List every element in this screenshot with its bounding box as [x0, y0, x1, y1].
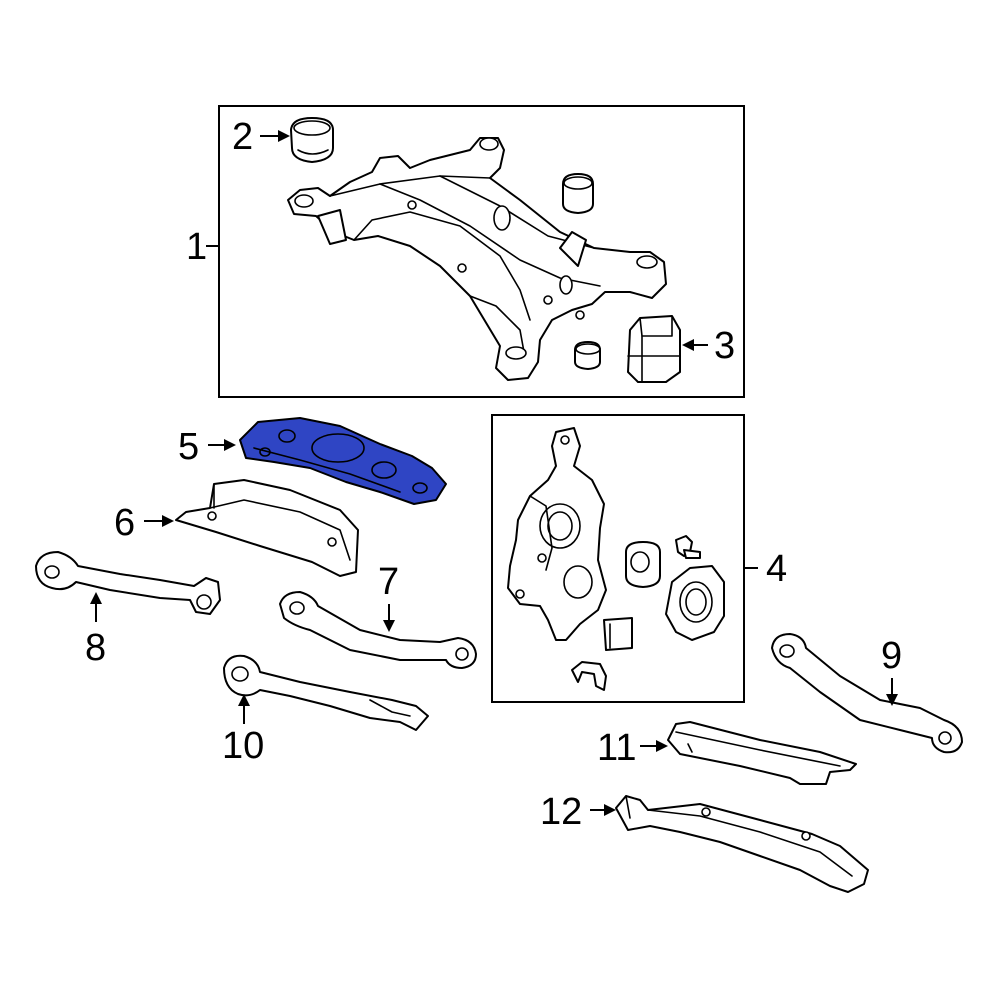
part-2-bushing[interactable] [290, 117, 334, 163]
part-4-sleeve [603, 617, 633, 651]
part-4-bushing [625, 541, 661, 588]
part-12-cover[interactable] [615, 795, 869, 893]
part-3-mount[interactable] [627, 315, 681, 383]
part-9-arm[interactable] [771, 633, 963, 754]
callout-6: 6 [114, 502, 135, 544]
part-7-arm[interactable] [279, 591, 477, 669]
group-box-1 [218, 105, 745, 398]
part-8-arm[interactable] [35, 551, 221, 615]
callout-4: 4 [766, 548, 787, 590]
callout-3: 3 [714, 325, 735, 367]
leader-lines [90, 130, 898, 816]
part-4-knuckle[interactable] [507, 427, 607, 641]
part-6-shield[interactable] [175, 479, 359, 577]
callout-9: 9 [881, 635, 902, 677]
part-1-bushing-upper [562, 173, 594, 214]
part-4-bolt [675, 535, 701, 559]
part-11-bar[interactable] [667, 721, 857, 785]
part-4-hub-flange [665, 565, 725, 641]
callout-7: 7 [378, 561, 399, 603]
callout-2: 2 [232, 116, 253, 158]
part-10-arm[interactable] [223, 654, 429, 731]
callout-10: 10 [222, 725, 264, 767]
part-1-bushing-lower [574, 341, 601, 370]
callout-8: 8 [85, 627, 106, 669]
part-1-subframe[interactable] [287, 137, 667, 381]
callout-11: 11 [597, 727, 636, 769]
callout-5: 5 [178, 426, 199, 468]
part-4-clip [571, 661, 607, 691]
callout-1: 1 [186, 226, 207, 268]
part-5-lower-control-arm[interactable] [239, 417, 447, 505]
group-box-4 [491, 414, 745, 703]
callout-12: 12 [540, 791, 582, 833]
